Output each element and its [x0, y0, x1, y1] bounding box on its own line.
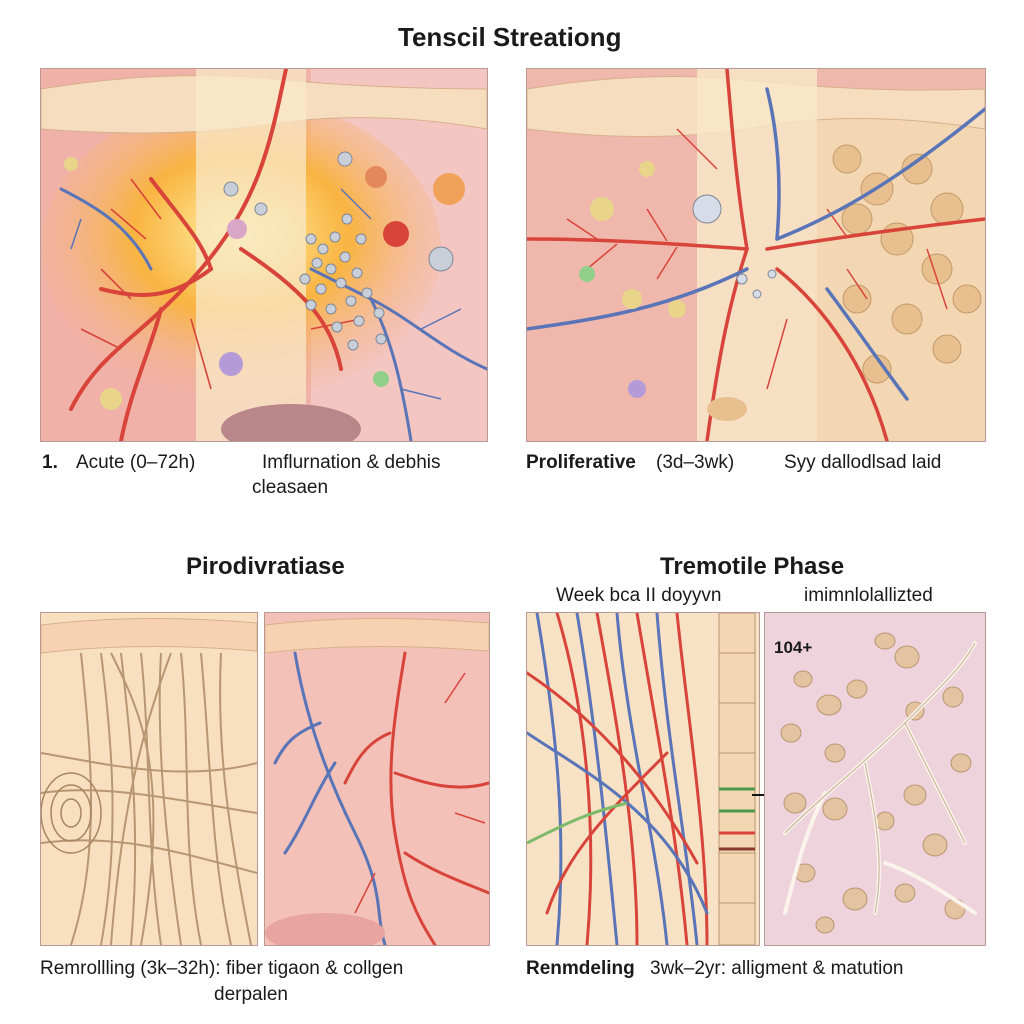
aligned-fiber-panel	[526, 612, 760, 946]
phase-number: 1.	[42, 452, 58, 473]
acute-phase-label: Acute (0–72h)	[76, 452, 196, 473]
remodeling-section-title: Tremotile Phase	[660, 553, 845, 580]
remodeling-caption-right-text: 3wk–2yr: alligment & matution	[650, 958, 904, 979]
vessel-network-panel	[264, 612, 490, 946]
proliferative-phase-panel	[526, 68, 986, 442]
proliferative-phase-range: (3d–3wk)	[656, 452, 735, 473]
proliferative-section-title: Pirodivratiase	[186, 553, 345, 580]
proliferative-phase-label: Proliferative	[526, 452, 636, 473]
acute-phase-note-line1: Imflurnation & debhis	[262, 452, 441, 473]
proliferative-phase-note: Syy dallodlsad laid	[784, 452, 942, 473]
remodeling-subtitle-right: imimnlolallizted	[804, 585, 933, 606]
remodeling-caption-right-label: Renmdeling	[526, 958, 635, 979]
matured-matrix-panel	[764, 612, 986, 946]
remodeling-subtitle-left: Week bca II doyyvn	[556, 585, 722, 606]
collagen-fiber-panel	[40, 612, 258, 946]
time-badge: 104+	[774, 638, 813, 657]
remodeling-caption-left-line1: Remrollling (3k–32h): fiber tigaon & col…	[40, 958, 404, 979]
acute-phase-panel	[40, 68, 488, 442]
acute-phase-note-line2: cleasaen	[252, 477, 329, 498]
remodeling-caption-left-line2: derpalen	[214, 984, 288, 1005]
top-title: Tenscil Streationg	[398, 22, 622, 52]
